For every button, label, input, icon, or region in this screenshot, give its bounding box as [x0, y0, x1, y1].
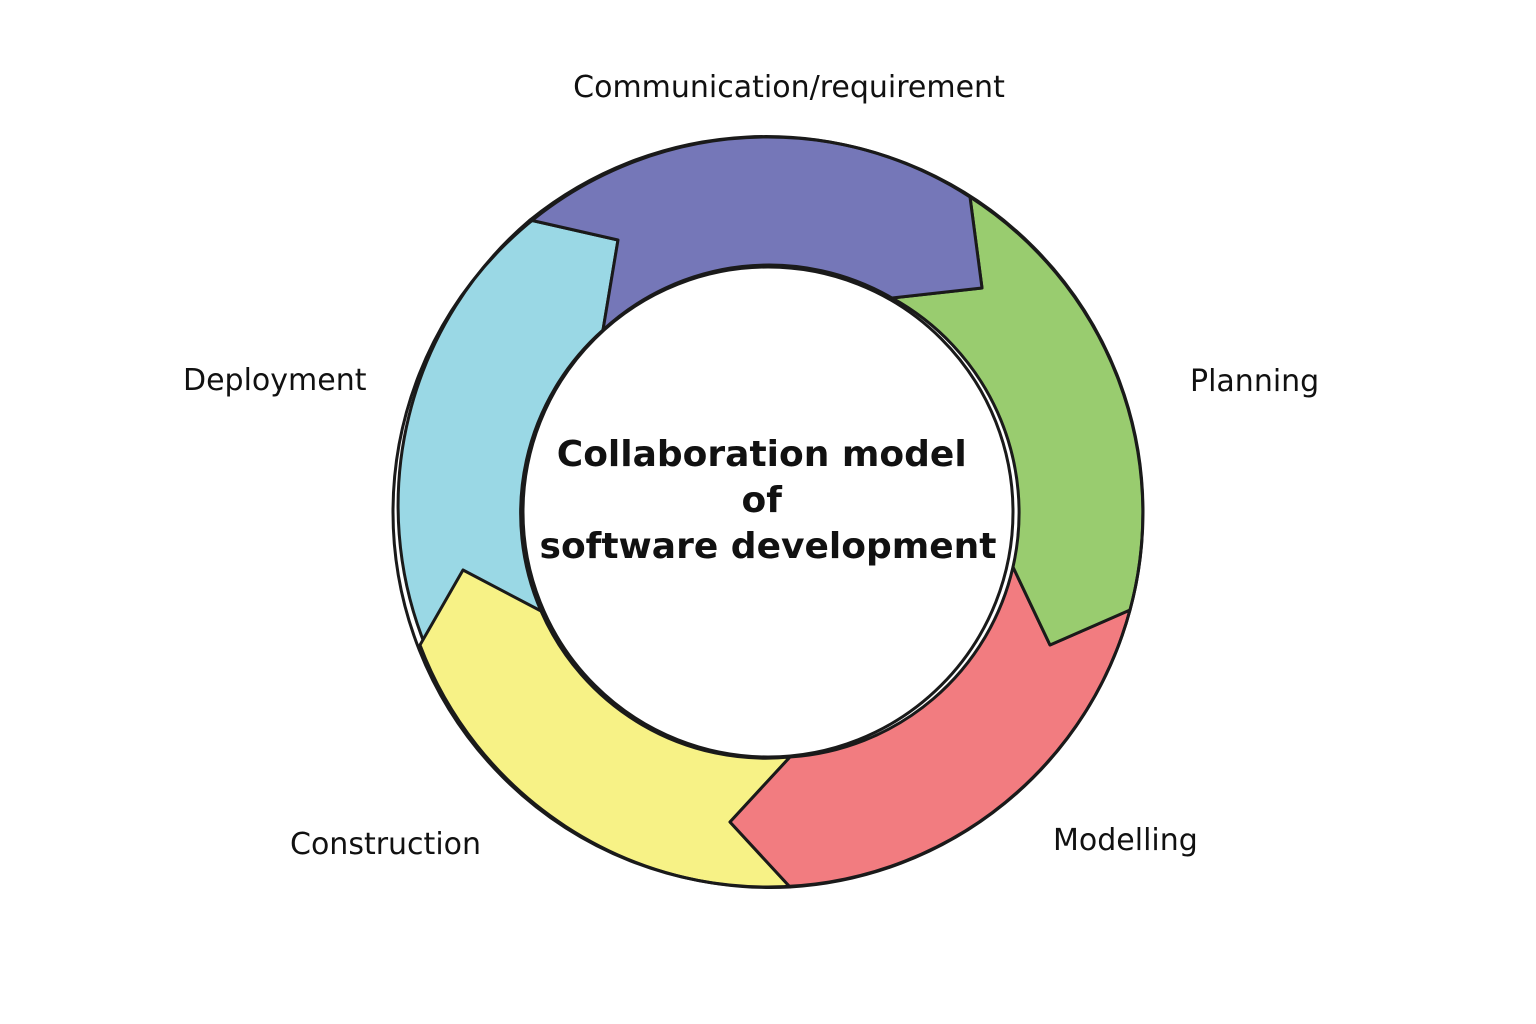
- center-title-line-3: software development: [540, 526, 997, 567]
- center-title: Collaboration model of software developm…: [540, 434, 997, 567]
- center-disc: [521, 265, 1015, 759]
- label-communication: Communication/requirement: [573, 70, 1005, 105]
- label-construction: Construction: [290, 827, 481, 862]
- label-deployment: Deployment: [183, 363, 367, 398]
- label-planning: Planning: [1190, 364, 1319, 399]
- center-title-line-2: of: [742, 480, 783, 521]
- ring-outer-border: [391, 135, 1145, 889]
- center-title-line-1: Collaboration model: [557, 434, 967, 475]
- label-modelling: Modelling: [1053, 823, 1198, 858]
